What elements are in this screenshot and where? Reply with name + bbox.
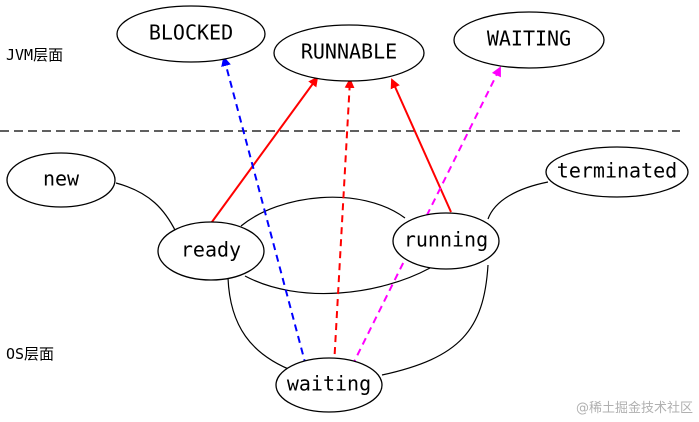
- os-state-terminated: terminated: [545, 146, 689, 198]
- jvm-state-runnable-label: RUNNABLE: [301, 40, 397, 64]
- map-waiting-blocked-arrow: [221, 56, 307, 367]
- map-waiting-waiting-arrow: [351, 66, 501, 367]
- jvm-state-runnable: RUNNABLE: [273, 24, 425, 82]
- os-state-terminated-label: terminated: [557, 159, 677, 183]
- os-state-new: new: [6, 152, 116, 208]
- map-running-runnable-arrow: [390, 78, 452, 213]
- edge-ready-running-lower: [244, 267, 431, 295]
- os-state-new-label: new: [43, 167, 80, 191]
- jvm-state-blocked-label: BLOCKED: [149, 21, 233, 45]
- edge-ready-waiting: [227, 277, 297, 373]
- map-ready-runnable-arrow: [208, 76, 319, 227]
- os-state-waiting: waiting: [275, 357, 383, 413]
- edge-running-waiting: [381, 264, 489, 376]
- watermark-text: @稀土掘金技术社区: [576, 400, 693, 416]
- os-state-running-label: running: [404, 228, 488, 252]
- edge-ready-running-upper: [240, 196, 406, 227]
- jvm-state-waiting: WAITING: [453, 11, 605, 69]
- os-state-running: running: [392, 212, 500, 270]
- os-state-waiting-label: waiting: [287, 372, 371, 396]
- jvm-state-waiting-label: WAITING: [487, 27, 571, 51]
- os-state-ready-label: ready: [181, 238, 241, 262]
- os-state-ready: ready: [157, 221, 265, 281]
- os-layer-label: OS层面: [6, 345, 54, 363]
- jvm-layer-label: JVM层面: [6, 46, 63, 64]
- map-waiting-runnable-arrow: [333, 78, 355, 367]
- edge-new-ready: [115, 182, 177, 233]
- edge-running-terminated: [487, 181, 549, 220]
- jvm-state-blocked: BLOCKED: [116, 5, 266, 63]
